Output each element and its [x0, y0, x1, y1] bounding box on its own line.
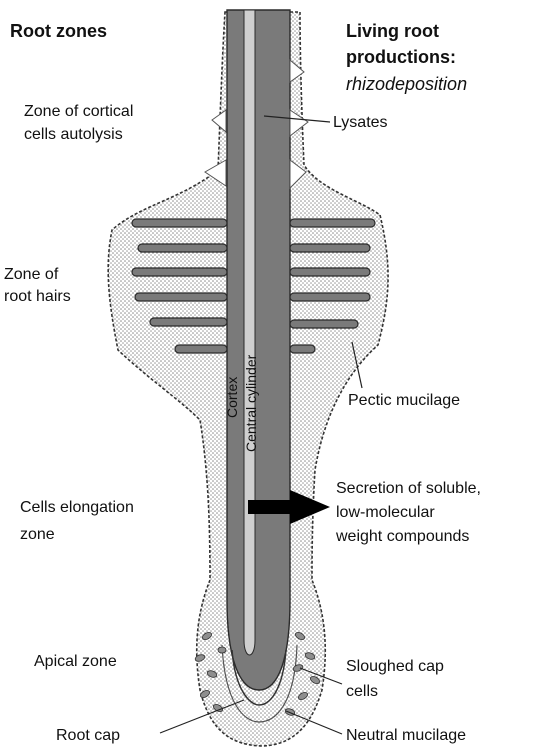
cortex-label: Cortex [224, 377, 240, 418]
root-cap-label: Root cap [56, 725, 120, 746]
neutral-mucilage-label: Neutral mucilage [346, 725, 466, 746]
central-cylinder-shape [244, 10, 255, 655]
secretion-label-3: weight compounds [336, 526, 469, 547]
secretion-label-1: Secretion of soluble, [336, 478, 481, 499]
elongation-label-2: zone [20, 524, 55, 545]
cortical-autolysis-label-2: cells autolysis [24, 124, 123, 145]
living-root-heading-1: Living root [346, 20, 439, 42]
root-zones-heading: Root zones [10, 20, 107, 42]
sloughed-cells-label-1: Sloughed cap [346, 656, 444, 677]
root-hairs-label-1: Zone of [4, 264, 58, 285]
secretion-label-2: low-molecular [336, 502, 435, 523]
cortical-autolysis-label-1: Zone of cortical [24, 101, 133, 122]
lysates-label: Lysates [333, 112, 388, 133]
rhizodeposition-heading: rhizodeposition [346, 74, 467, 95]
pectic-mucilage-label: Pectic mucilage [348, 390, 460, 411]
cortex-shape [227, 10, 290, 690]
apical-zone-label: Apical zone [34, 651, 117, 672]
central-cylinder-label: Central cylinder [243, 354, 259, 452]
root-hairs-label-2: root hairs [4, 286, 71, 307]
elongation-label-1: Cells elongation [20, 497, 134, 518]
living-root-heading-2: productions: [346, 46, 456, 68]
sloughed-cells-label-2: cells [346, 681, 378, 702]
